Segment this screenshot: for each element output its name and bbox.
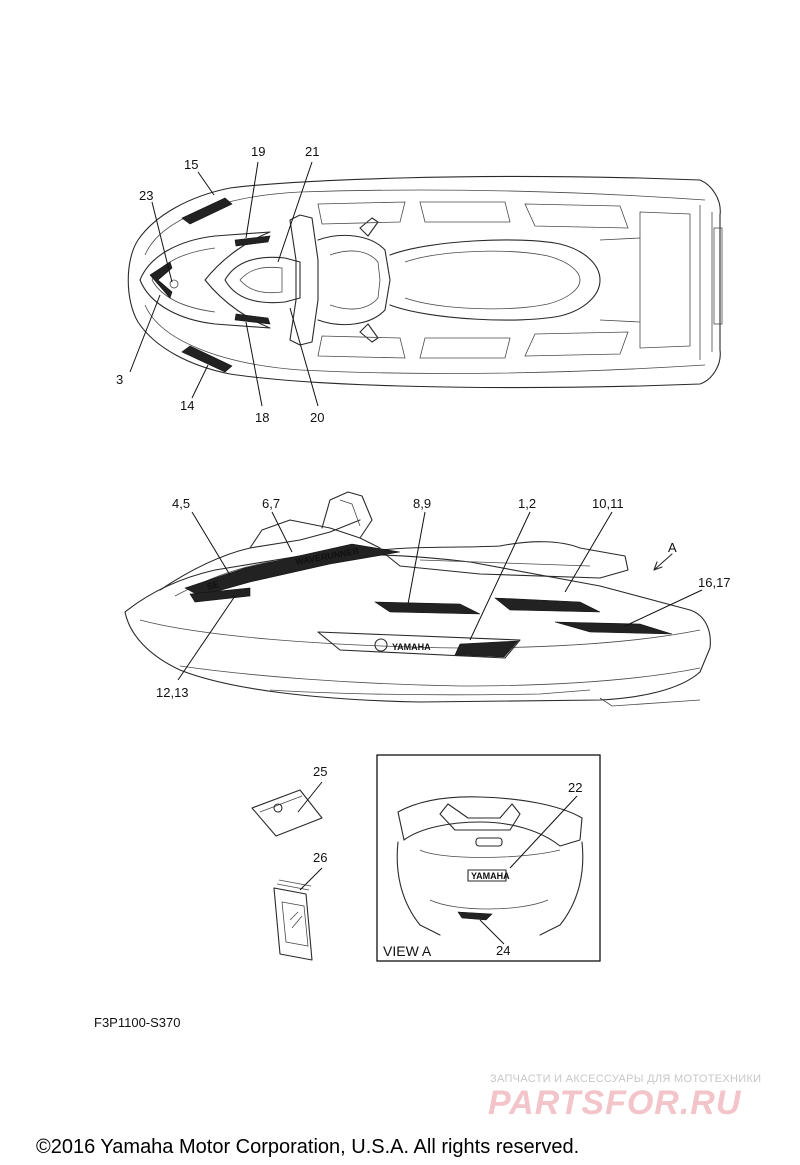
callout-12-13: 12,13 <box>156 685 189 700</box>
view-a-label: VIEW A <box>383 943 432 959</box>
callout-3: 3 <box>116 372 123 387</box>
callout-25: 25 <box>313 764 327 779</box>
callout-1-2: 1,2 <box>518 496 536 511</box>
callout-15: 15 <box>184 157 198 172</box>
callout-21: 21 <box>305 144 319 159</box>
callout-8-9: 8,9 <box>413 496 431 511</box>
decal-panel-10-11 <box>494 597 601 613</box>
callout-6-7: 6,7 <box>262 496 280 511</box>
part-25: 25 <box>251 764 327 837</box>
side-view: SE WAVERUNNER YAMAHA 4,5 6,7 8,9 1,2 10,… <box>124 491 731 707</box>
part-26: 26 <box>273 850 327 961</box>
decal-nose-3 <box>149 261 173 299</box>
decal-strip-14 <box>181 345 233 373</box>
svg-text:SE: SE <box>206 579 220 592</box>
top-view: 15 19 21 23 3 14 18 20 <box>116 144 723 425</box>
callout-20: 20 <box>310 410 324 425</box>
watermark-logo: PARTSFOR.RU <box>488 1084 742 1122</box>
callout-4-5: 4,5 <box>172 496 190 511</box>
callout-22: 22 <box>568 780 582 795</box>
callout-18: 18 <box>255 410 269 425</box>
decal-stripe-16-17 <box>554 621 673 635</box>
figure-code: F3P1100-S370 <box>94 1015 181 1030</box>
callout-14: 14 <box>180 398 194 413</box>
rear-brand-decal: YAMAHA <box>471 871 510 881</box>
watermark-tagline: ЗАПЧАСТИ И АКСЕССУАРЫ ДЛЯ МОТОТЕХНИКИ <box>490 1073 761 1085</box>
callout-view-a-arrow: A <box>668 540 677 555</box>
side-brand-decal: YAMAHA <box>392 642 431 652</box>
copyright-text: ©2016 Yamaha Motor Corporation, U.S.A. A… <box>36 1136 579 1158</box>
callout-24: 24 <box>496 943 510 958</box>
decal-panel-8-9 <box>373 601 481 615</box>
callout-16-17: 16,17 <box>698 575 731 590</box>
callout-26: 26 <box>313 850 327 865</box>
decal-strip-15 <box>181 197 233 225</box>
view-a-panel: YAMAHA 22 24 VIEW A <box>376 754 601 962</box>
callout-19: 19 <box>251 144 265 159</box>
callout-23: 23 <box>139 188 153 203</box>
callout-10-11: 10,11 <box>592 496 624 511</box>
